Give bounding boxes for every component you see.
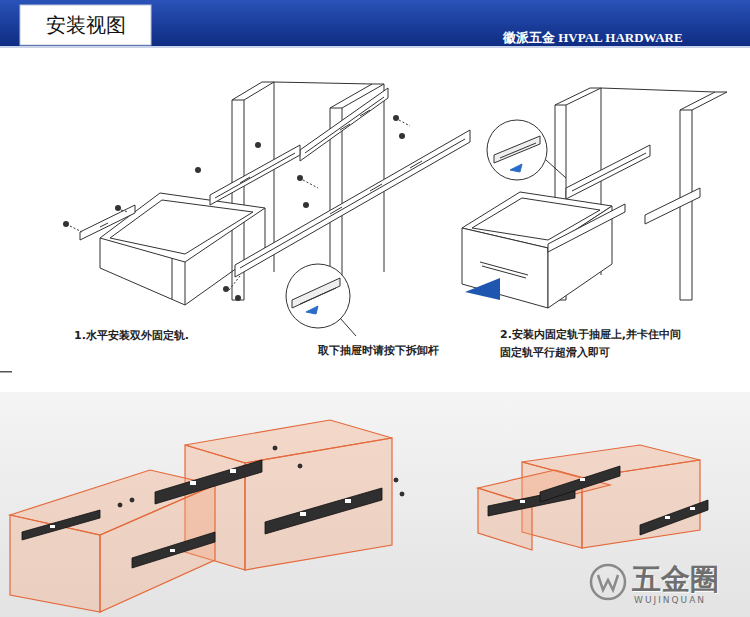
watermark-logo bbox=[591, 565, 625, 599]
step-note: 1.水平安装双外固定轨. bbox=[74, 328, 189, 343]
step-note: 2.安装内固定轨于抽屉上,并卡住中间 固定轨平行超滑入即可 bbox=[500, 326, 686, 362]
cabinet-drawer-3d-2 bbox=[478, 445, 700, 550]
direction-arrow bbox=[465, 278, 500, 300]
header-band bbox=[0, 0, 750, 48]
brand-text: 徽派五金 HVPAL HARDWARE bbox=[503, 29, 683, 47]
cabinet-drawer-lineart-2 bbox=[462, 88, 727, 308]
watermark-text: WUJINQUAN bbox=[634, 595, 706, 605]
slide-rails-1 bbox=[22, 446, 404, 568]
cabinet-drawer-lineart-1 bbox=[63, 82, 470, 336]
cabinet-drawer-3d-1 bbox=[10, 420, 392, 612]
release-note: 取下抽屉时请按下拆卸杆 bbox=[318, 343, 439, 358]
watermark-text: 五金圈 bbox=[632, 560, 719, 600]
slide-rails-2 bbox=[488, 466, 708, 535]
header-title: 安装视图 bbox=[20, 5, 151, 45]
bottom-panel bbox=[0, 392, 750, 617]
edge-mark bbox=[0, 371, 12, 373]
